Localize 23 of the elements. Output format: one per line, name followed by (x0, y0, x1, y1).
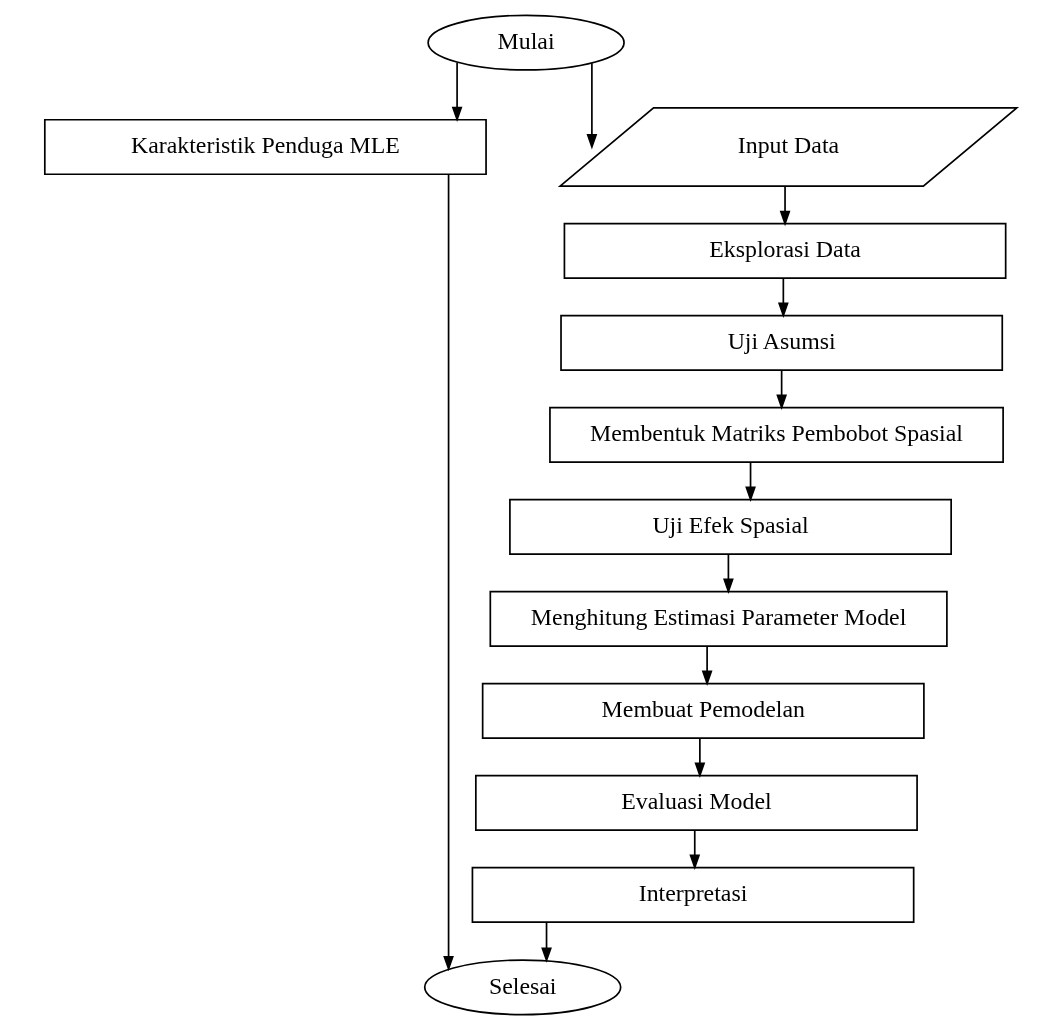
node-box: Eksplorasi Data (563, 222, 1007, 280)
node-box: Uji Asumsi (560, 314, 1004, 372)
arrow (779, 185, 791, 227)
arrow (694, 737, 706, 778)
arrow (586, 62, 598, 150)
arrow (443, 173, 454, 972)
arrow (777, 277, 789, 318)
node-box: Menghitung Estimasi Parameter Model (489, 590, 948, 647)
node-ellipse: Selesai (423, 959, 622, 1016)
arrow (541, 921, 552, 963)
node-box: Evaluasi Model (475, 774, 918, 831)
arrow (745, 461, 756, 502)
node-box: Interpretasi (471, 866, 915, 923)
node-box: Karakteristik Penduga MLE (43, 118, 487, 176)
arrow (451, 61, 463, 123)
arrow (701, 645, 713, 686)
node-box: Membuat Pemodelan (481, 682, 925, 739)
arrow (776, 369, 787, 410)
arrow (723, 553, 734, 594)
arrow (689, 829, 701, 870)
node-box: Uji Efek Spasial (509, 498, 952, 556)
node-box: Membentuk Matriks Pembobot Spasial (549, 406, 1004, 464)
node-ellipse: Mulai (427, 14, 625, 71)
